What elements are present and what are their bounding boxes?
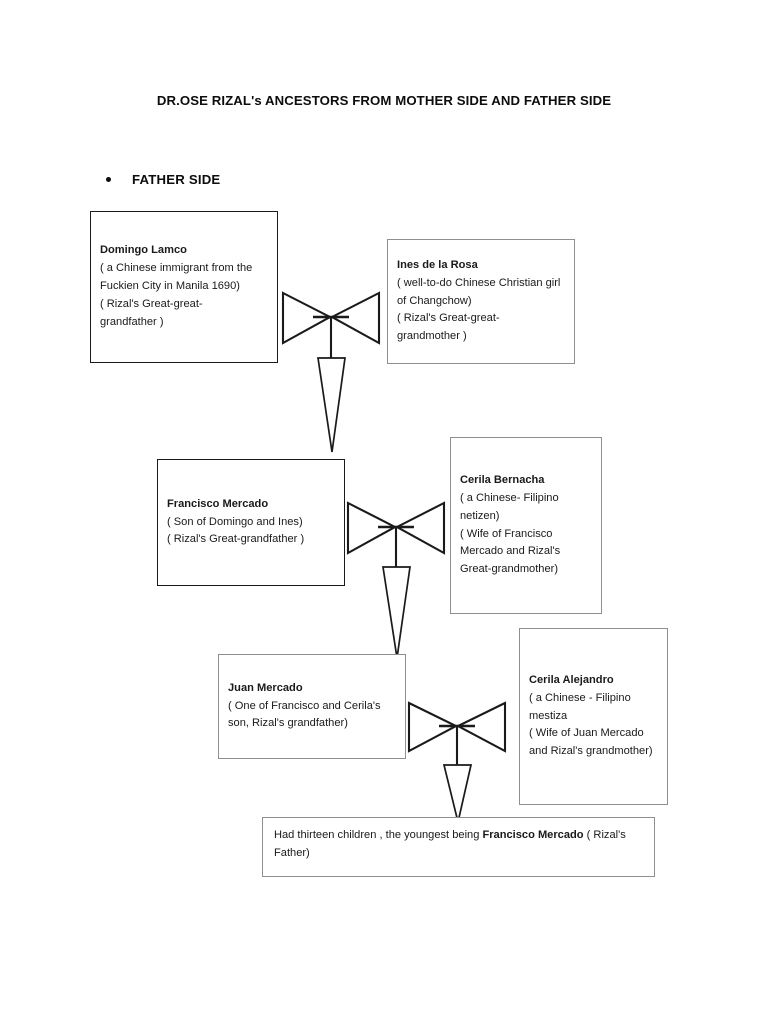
note-text-after: ( Rizal's Father) [274, 829, 626, 859]
node-line: mestiza [529, 709, 568, 722]
node-line: grandfather ) [100, 315, 164, 328]
union-arrow-2 [346, 501, 446, 659]
node-line: Fuckien City in Manila 1690) [100, 280, 240, 293]
node-name: Domingo Lamco [100, 244, 187, 257]
node-name: Ines de la Rosa [397, 258, 478, 271]
node-line: ( well-to-do Chinese Christian girl [397, 276, 561, 289]
node-juan-mercado: Juan Mercado ( One of Francisco and Ceri… [218, 654, 406, 759]
node-line: son, Rizal's grandfather) [228, 717, 348, 730]
union-arrow-3 [407, 701, 507, 823]
node-francisco-mercado: Francisco Mercado ( Son of Domingo and I… [157, 459, 345, 586]
node-line: grandmother ) [397, 330, 467, 343]
node-line: ( a Chinese- Filipino [460, 491, 559, 504]
node-line: ( One of Francisco and Cerila's [228, 699, 381, 712]
node-line: Great-grandmother) [460, 563, 559, 576]
note-text-before: Had thirteen children , the youngest bei… [274, 829, 483, 841]
node-name: Juan Mercado [228, 681, 303, 694]
node-name: Cerila Bernacha [460, 473, 545, 486]
node-line: ( a Chinese immigrant from the [100, 262, 253, 275]
node-cerila-bernacha: Cerila Bernacha ( a Chinese- Filipino ne… [450, 437, 602, 614]
node-name: Cerila Alejandro [529, 673, 614, 686]
node-line: ( Son of Domingo and Ines) [167, 515, 303, 528]
node-cerila-alejandro: Cerila Alejandro ( a Chinese - Filipino … [519, 628, 668, 805]
node-line: ( Rizal's Great-great- [397, 312, 500, 325]
node-domingo-lamco: Domingo Lamco ( a Chinese immigrant from… [90, 211, 278, 363]
section-heading-label: FATHER SIDE [132, 172, 221, 187]
page-title: DR.OSE RIZAL's ANCESTORS FROM MOTHER SID… [156, 93, 612, 108]
note-emphasis: Francisco Mercado [482, 829, 584, 841]
node-ines-de-la-rosa: Ines de la Rosa ( well-to-do Chinese Chr… [387, 239, 575, 364]
node-line: ( Rizal's Great-great- [100, 297, 203, 310]
section-heading-father-side: FATHER SIDE [106, 172, 220, 187]
node-line: ( Wife of Francisco [460, 527, 553, 540]
node-line: ( a Chinese - Filipino [529, 691, 631, 704]
node-line: of Changchow) [397, 294, 472, 307]
node-line: and Rizal's grandmother) [529, 745, 653, 758]
node-line: netizen) [460, 509, 500, 522]
note-offspring: Had thirteen children , the youngest bei… [262, 817, 655, 877]
node-line: ( Wife of Juan Mercado [529, 727, 644, 740]
node-line: ( Rizal's Great-grandfather ) [167, 533, 305, 546]
bullet-dot-icon [106, 177, 111, 182]
union-arrow-1 [281, 291, 381, 453]
node-name: Francisco Mercado [167, 497, 269, 510]
node-line: Mercado and Rizal's [460, 545, 561, 558]
